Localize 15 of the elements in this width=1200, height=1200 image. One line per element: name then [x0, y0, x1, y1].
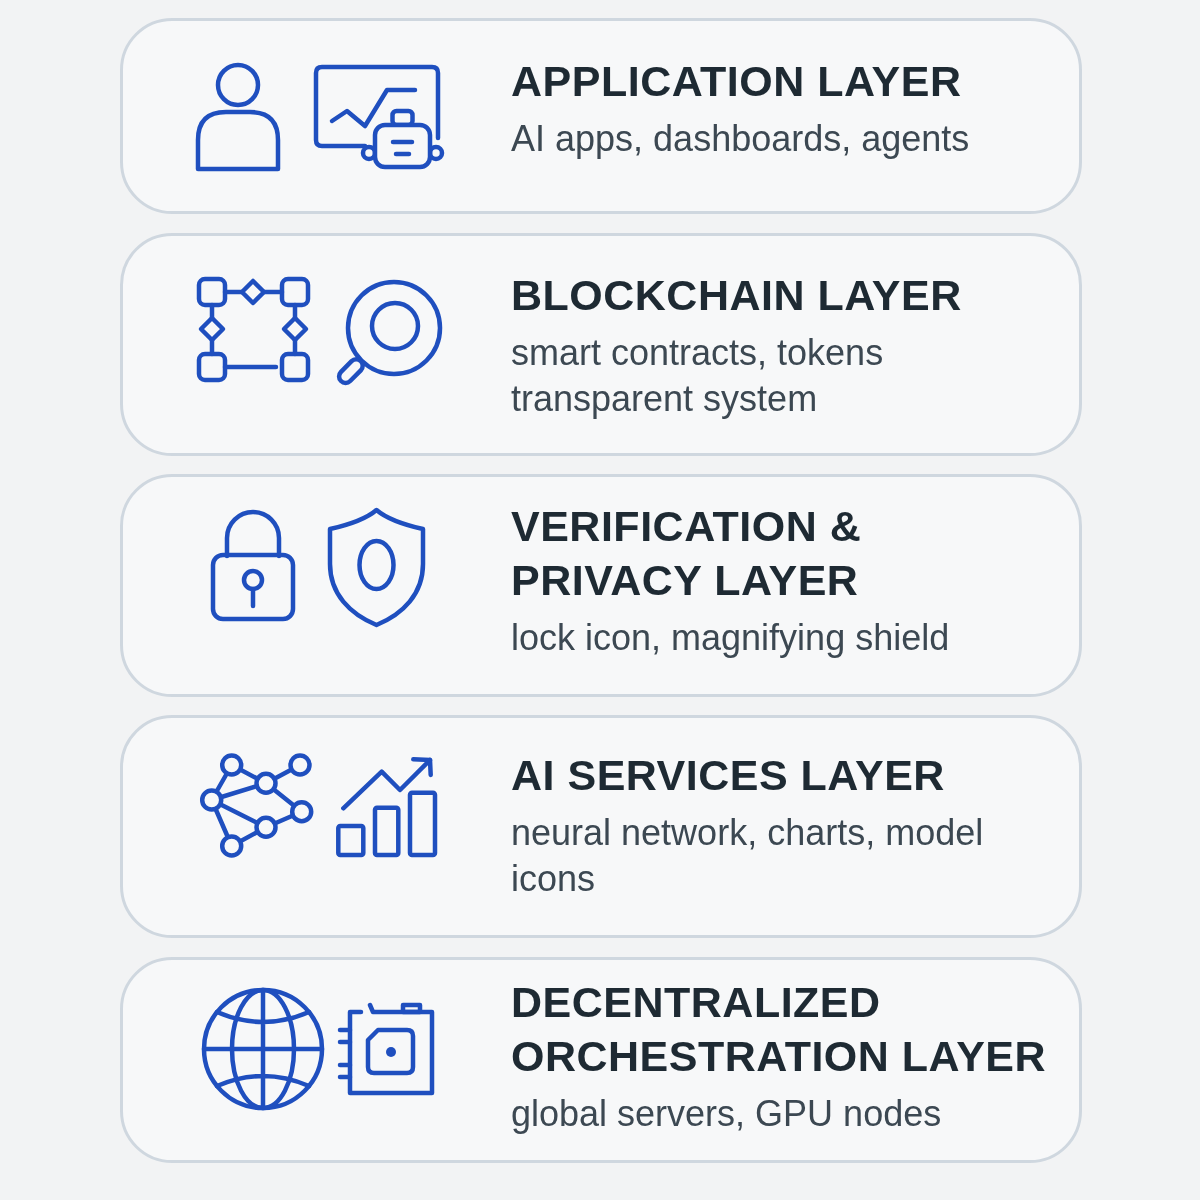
layer-box — [120, 715, 1082, 938]
layer-description: smart contracts, tokens transparent system — [511, 330, 885, 421]
layer-title: VERIFICATION & PRIVACY LAYER — [511, 500, 863, 606]
layer-description: lock icon, magnifying shield — [511, 615, 950, 660]
layer-title: DECENTRALIZED ORCHESTRATION LAYER — [511, 977, 1048, 1082]
layer-box — [120, 18, 1082, 214]
layer-box — [120, 474, 1082, 697]
layer-box — [120, 233, 1082, 456]
layer-title: APPLICATION LAYER — [511, 56, 962, 107]
layer-description: global servers, GPU nodes — [511, 1092, 942, 1136]
layer-description: neural network, charts, model icons — [511, 810, 985, 901]
layer-description: AI apps, dashboards, agents — [511, 117, 970, 161]
layer-title: AI SERVICES LAYER — [511, 749, 945, 801]
layer-box — [120, 957, 1082, 1163]
layer-title: BLOCKCHAIN LAYER — [511, 269, 962, 321]
